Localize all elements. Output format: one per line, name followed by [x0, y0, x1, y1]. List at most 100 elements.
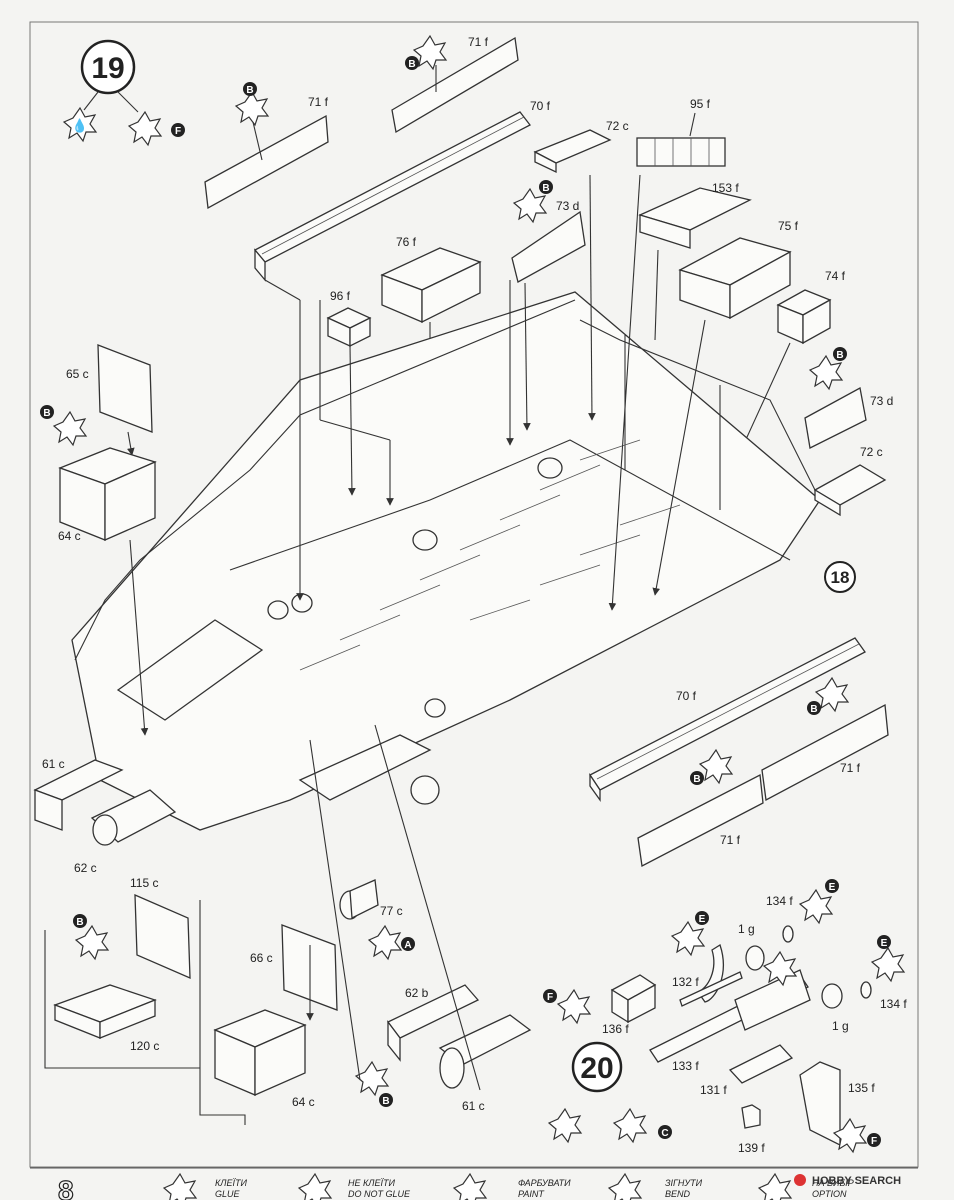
legend-do-not-glue: НЕ КЛЕЇТИ DO NOT GLUE	[298, 1173, 411, 1200]
part-64c-left: 64 c	[58, 447, 157, 736]
svg-text:ЗІГНУТИ: ЗІГНУТИ	[665, 1178, 703, 1188]
svg-text:E: E	[881, 938, 888, 949]
step-18-ref: 18	[824, 561, 856, 593]
svg-text:61 c: 61 c	[42, 757, 65, 771]
part-70f-top: 70 f	[253, 99, 551, 301]
svg-text:GLUE: GLUE	[215, 1189, 241, 1199]
option-star-icon	[758, 1173, 792, 1200]
part-64c-bottom: 64 c B	[213, 1009, 393, 1109]
svg-text:F: F	[871, 1136, 877, 1147]
svg-text:HOBBY SEARCH: HOBBY SEARCH	[812, 1175, 901, 1187]
part-115c: 115 c B	[73, 876, 191, 980]
svg-text:B: B	[76, 917, 83, 928]
part-120c: 120 c	[53, 984, 159, 1053]
label-136f: 136 f	[602, 1022, 629, 1036]
marker-f-icon: F	[171, 123, 185, 137]
machine-gun-assembly	[610, 925, 872, 1147]
part-61c-left: 61 c	[33, 757, 124, 831]
label-134f-right: 134 f	[880, 997, 907, 1011]
svg-text:18: 18	[831, 568, 850, 587]
no-glue-star-icon	[298, 1173, 332, 1200]
svg-text:B: B	[408, 59, 415, 70]
step-20-badge: 20 C	[548, 1041, 672, 1143]
label-1g-top: 1 g	[738, 922, 755, 936]
floor-slats	[299, 439, 681, 671]
svg-text:DO NOT GLUE: DO NOT GLUE	[348, 1189, 411, 1199]
svg-text:120 c: 120 c	[130, 1039, 159, 1053]
label-139f: 139 f	[738, 1141, 765, 1155]
svg-text:73 d: 73 d	[870, 394, 893, 408]
part-71f-top: 71 f B	[391, 35, 519, 134]
paint-star-icon	[453, 1173, 487, 1200]
svg-text:B: B	[43, 408, 50, 419]
part-65c: 65 c B	[40, 344, 153, 456]
part-95f: 95 f	[636, 97, 726, 167]
svg-text:74 f: 74 f	[825, 269, 846, 283]
svg-text:64 c: 64 c	[292, 1095, 315, 1109]
svg-text:BEND: BEND	[665, 1189, 691, 1199]
part-66c: 66 c	[250, 924, 338, 1011]
marker-c-icon: C	[658, 1125, 672, 1139]
svg-text:73 d: 73 d	[556, 199, 579, 213]
legend-bend: ЗІГНУТИ BEND	[608, 1173, 703, 1200]
svg-text:ФАРБУВАТИ: ФАРБУВАТИ	[518, 1178, 571, 1188]
part-96f: 96 f	[326, 289, 372, 348]
svg-text:70 f: 70 f	[530, 99, 551, 113]
svg-text:B: B	[693, 774, 700, 785]
part-71f-right: 71 f B B	[690, 677, 889, 802]
svg-text:62 c: 62 c	[74, 861, 97, 875]
label-1g-right: 1 g	[832, 1019, 849, 1033]
svg-text:71 f: 71 f	[840, 761, 861, 775]
watermark: HOBBY SEARCH	[794, 1174, 901, 1187]
part-72c-top: 72 c	[533, 119, 629, 174]
svg-text:PAINT: PAINT	[518, 1189, 545, 1199]
step-main-number: 19	[91, 52, 124, 85]
paint-star-icon	[613, 1108, 647, 1143]
svg-text:71 f: 71 f	[308, 95, 329, 109]
svg-text:96 f: 96 f	[330, 289, 351, 303]
hull-body	[71, 291, 821, 831]
glue-drop-icon: 💧	[72, 118, 88, 133]
part-72c-right: 72 c	[813, 445, 887, 517]
svg-text:65 c: 65 c	[66, 367, 89, 381]
svg-text:77 c: 77 c	[380, 904, 403, 918]
svg-text:71 f: 71 f	[468, 35, 489, 49]
svg-text:B: B	[542, 183, 549, 194]
svg-text:20: 20	[580, 1052, 613, 1085]
svg-text:OPTION: OPTION	[812, 1189, 847, 1199]
svg-text:C: C	[661, 1128, 668, 1139]
page-frame	[29, 21, 919, 1168]
part-62c: 62 c	[74, 789, 177, 875]
svg-text:F: F	[547, 992, 553, 1003]
label-135f: 135 f	[848, 1081, 875, 1095]
legend-option: НА ВИБІР OPTION	[758, 1173, 854, 1200]
part-75f: 75 f	[678, 219, 799, 320]
footer: 8 КЛЕЇТИ GLUE НЕ КЛЕЇТИ DO NOT GLUE ФАРБ…	[57, 1173, 901, 1200]
part-62b: 62 b	[387, 984, 480, 1062]
svg-text:B: B	[836, 350, 843, 361]
glue-star-icon	[163, 1173, 197, 1200]
part-71f-bottom: 71 f	[637, 773, 764, 868]
legend-paint: ФАРБУВАТИ PAINT	[453, 1173, 571, 1200]
part-61c-bottom: 61 c	[438, 1014, 532, 1113]
svg-text:95 f: 95 f	[690, 97, 711, 111]
part-73d-top: 73 d B	[511, 180, 586, 283]
step-19-badge: 19 💧 F	[63, 39, 185, 146]
part-74f: 74 f	[699, 269, 846, 541]
part-77c: 77 c A	[339, 879, 415, 960]
label-132f: 132 f	[672, 975, 699, 989]
svg-text:КЛЕЇТИ: КЛЕЇТИ	[215, 1178, 247, 1188]
svg-text:62 b: 62 b	[405, 986, 429, 1000]
svg-text:72 c: 72 c	[606, 119, 629, 133]
svg-text:70 f: 70 f	[676, 689, 697, 703]
page-number: 8	[58, 1175, 74, 1200]
svg-text:F: F	[175, 126, 181, 137]
svg-text:76 f: 76 f	[396, 235, 417, 249]
part-70f-bottom: 70 f	[589, 637, 866, 803]
bend-star-icon	[608, 1173, 642, 1200]
svg-text:НА ВИБІР: НА ВИБІР	[812, 1178, 854, 1188]
svg-text:B: B	[246, 85, 253, 96]
svg-text:B: B	[382, 1096, 389, 1107]
